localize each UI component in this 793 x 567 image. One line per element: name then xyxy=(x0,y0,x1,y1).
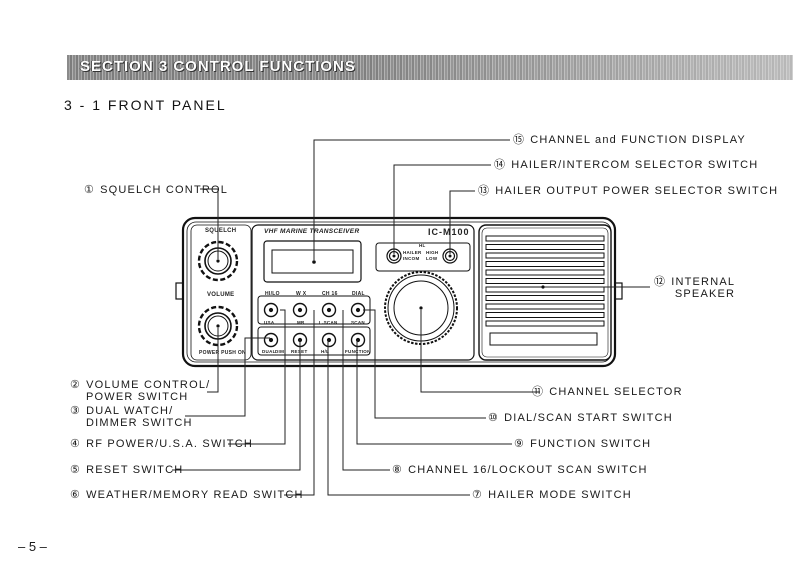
speaker-slat xyxy=(485,269,605,276)
button-center xyxy=(268,307,274,313)
ch16-label: CH 16 xyxy=(322,291,338,297)
radio-model: IC-M100 xyxy=(428,227,470,237)
volume-knob xyxy=(197,305,239,347)
reset-label: RESET xyxy=(291,349,308,354)
left-mount xyxy=(175,282,184,300)
subsection-title: 3 - 1 FRONT PANEL xyxy=(64,97,227,113)
usa-label: USA xyxy=(264,320,275,325)
section-title: SECTION 3 CONTROL FUNCTIONS xyxy=(80,58,356,75)
function-button[interactable] xyxy=(350,332,366,348)
button-center xyxy=(355,307,361,313)
speaker-slat xyxy=(485,278,605,284)
hilo-button[interactable] xyxy=(263,302,279,318)
hl-button-label: H/L xyxy=(321,349,330,354)
section-banner-texture xyxy=(340,55,793,80)
speaker-slat xyxy=(485,252,605,259)
incom-label: INCOM xyxy=(403,256,420,261)
squelch-label: SQUELCH xyxy=(205,228,237,234)
volume-label: VOLUME xyxy=(207,292,235,298)
right-mount xyxy=(614,282,623,300)
leader-lines xyxy=(172,139,650,496)
scan-label: SCAN xyxy=(351,320,365,325)
low-label: LOW xyxy=(426,256,438,261)
dial-label: DIAL xyxy=(352,291,365,297)
speaker-slat xyxy=(485,303,605,310)
button-center xyxy=(268,337,274,343)
speaker-slat xyxy=(485,286,605,293)
hailer-label: HAILER xyxy=(403,250,422,255)
dual-button[interactable] xyxy=(263,332,279,348)
speaker-slat xyxy=(485,320,605,327)
power-label: POWER PUSH ON xyxy=(199,350,246,356)
high-label: HIGH xyxy=(426,250,439,255)
speaker-grille xyxy=(478,224,612,361)
mr-label: MR xyxy=(297,320,305,325)
hilo-label: HI/LO xyxy=(265,291,280,297)
main-panel xyxy=(251,224,475,361)
squelch-knob xyxy=(197,240,239,282)
dim-label: DIM xyxy=(275,349,285,354)
wx-button[interactable] xyxy=(292,302,308,318)
speaker-slat xyxy=(485,261,605,267)
hl-button[interactable] xyxy=(321,332,337,348)
speaker-slat xyxy=(485,295,605,301)
speaker-slat xyxy=(485,235,605,242)
dual-label: DUAL xyxy=(262,349,276,354)
speaker-slat xyxy=(485,312,605,318)
ch16-button[interactable] xyxy=(321,302,337,318)
button-center xyxy=(326,307,332,313)
display-window xyxy=(263,240,362,283)
radio-caption: VHF MARINE TRANSCEIVER xyxy=(264,228,360,235)
hl-label: HL xyxy=(419,243,426,248)
speaker-slat xyxy=(485,244,605,250)
button-center xyxy=(297,307,303,313)
page-number: – 5 – xyxy=(18,539,47,554)
function-label: FUNCTION xyxy=(345,349,371,354)
lscan-label: L.SCAN xyxy=(319,320,338,325)
wx-label: W X xyxy=(296,291,307,297)
